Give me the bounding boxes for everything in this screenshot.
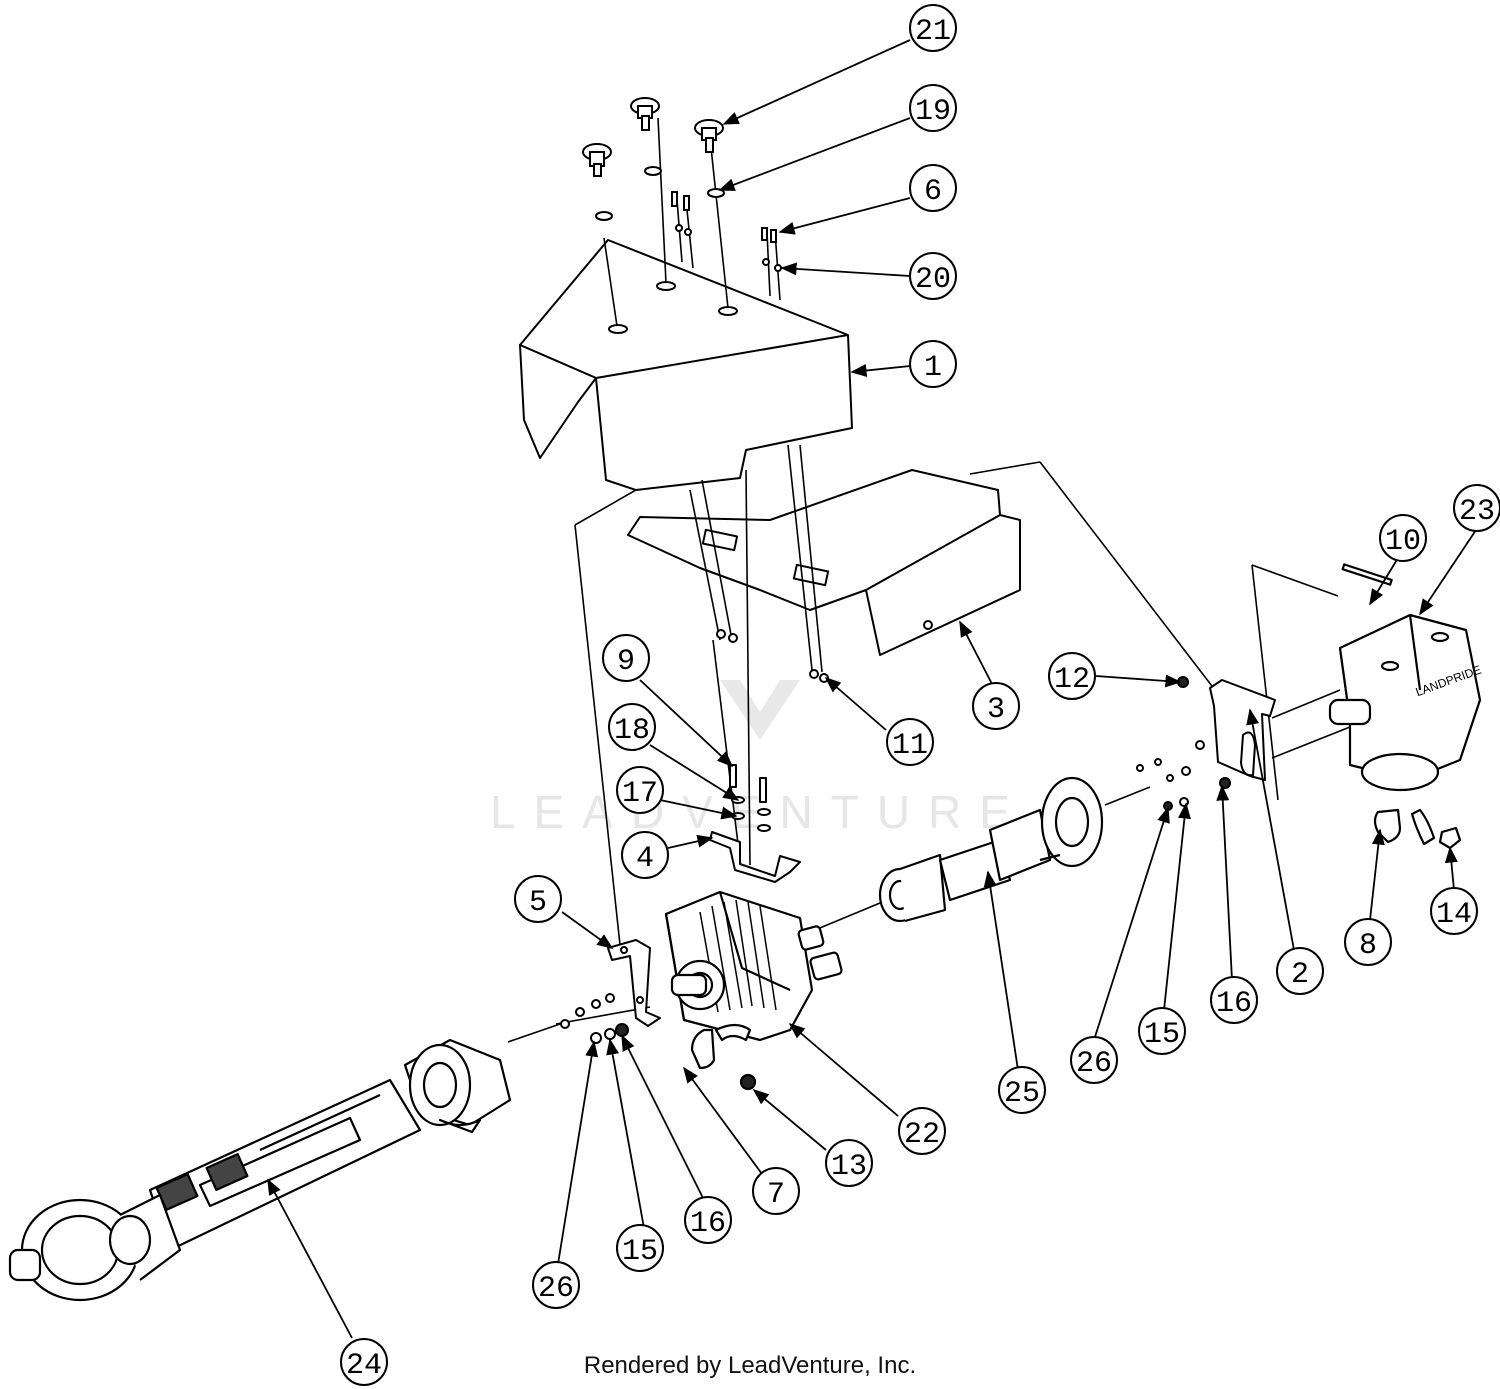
part-right-fasteners	[1136, 740, 1231, 811]
callout-18: 18	[608, 703, 656, 751]
knob-middle	[630, 97, 660, 131]
svg-text:10: 10	[1385, 525, 1421, 559]
callout-22: 22	[898, 1107, 946, 1155]
callout-9: 9	[602, 634, 650, 682]
svg-text:19: 19	[915, 95, 951, 129]
part-bracket-5	[607, 939, 661, 1027]
part-lower-shield	[627, 469, 1021, 656]
footer-credit: Rendered by LeadVenture, Inc.	[583, 1352, 917, 1379]
callout-14: 14	[1430, 887, 1478, 935]
svg-text:3: 3	[987, 693, 1005, 727]
part-center-gearbox	[664, 890, 843, 1091]
svg-text:2: 2	[1291, 958, 1309, 992]
callout-17: 17	[616, 766, 664, 814]
svg-text:8: 8	[1359, 929, 1377, 963]
svg-text:15: 15	[622, 1235, 658, 1269]
part-left-fasteners	[560, 993, 629, 1044]
svg-text:7: 7	[767, 1178, 785, 1212]
callout-1: 1	[909, 340, 957, 388]
callout-21: 21	[909, 4, 957, 52]
svg-text:17: 17	[622, 777, 658, 811]
callout-8: 8	[1344, 918, 1392, 966]
callout-25: 25	[998, 1066, 1046, 1114]
part-knobs	[582, 97, 782, 272]
knob-right	[694, 119, 724, 153]
part-right-gearbox: LANDPRIDE	[1328, 563, 1483, 850]
svg-text:23: 23	[1459, 495, 1495, 529]
svg-text:9: 9	[617, 645, 635, 679]
svg-text:16: 16	[1216, 987, 1252, 1021]
callout-11: 11	[886, 718, 934, 766]
callout-5: 5	[514, 875, 562, 923]
svg-text:22: 22	[904, 1118, 940, 1152]
svg-text:14: 14	[1436, 898, 1472, 932]
svg-text:24: 24	[346, 1349, 382, 1383]
svg-text:16: 16	[690, 1207, 726, 1241]
assembly-lines	[507, 117, 1356, 1043]
knob-left	[582, 143, 612, 177]
svg-text:1: 1	[924, 351, 942, 385]
leader-lines	[267, 39, 1477, 1339]
svg-text:11: 11	[892, 729, 928, 763]
part-hardware-nuts	[716, 629, 829, 683]
svg-text:5: 5	[529, 886, 547, 920]
svg-text:12: 12	[1054, 663, 1090, 697]
svg-text:26: 26	[538, 1272, 574, 1306]
callout-26-left: 26	[532, 1261, 580, 1309]
callout-26-right: 26	[1070, 1036, 1118, 1084]
callout-23: 23	[1453, 484, 1500, 532]
part-short-driveshaft	[878, 776, 1104, 923]
callout-6: 6	[909, 164, 957, 212]
callout-7: 7	[752, 1167, 800, 1215]
callout-4: 4	[621, 831, 669, 879]
callout-20: 20	[909, 252, 957, 300]
svg-text:6: 6	[924, 175, 942, 209]
callout-15-right: 15	[1138, 1007, 1186, 1055]
callout-2: 2	[1276, 947, 1324, 995]
callout-15-left: 15	[616, 1224, 664, 1272]
svg-text:13: 13	[831, 1150, 867, 1184]
svg-text:4: 4	[636, 842, 654, 876]
svg-text:20: 20	[915, 263, 951, 297]
svg-text:26: 26	[1076, 1047, 1112, 1081]
callouts: 21 19 6 20 1 3 11 9 18 17 4 12 10 23 5 1…	[340, 4, 1500, 1386]
callout-16-right: 16	[1210, 976, 1258, 1024]
callout-19: 19	[909, 84, 957, 132]
callout-12: 12	[1048, 652, 1096, 700]
part-pto-driveshaft	[8, 1038, 512, 1302]
callout-13: 13	[825, 1139, 873, 1187]
callout-16-left: 16	[684, 1196, 732, 1244]
svg-text:25: 25	[1004, 1077, 1040, 1111]
callout-24: 24	[340, 1338, 388, 1386]
svg-text:15: 15	[1144, 1018, 1180, 1052]
callout-10: 10	[1379, 514, 1427, 562]
svg-text:18: 18	[614, 714, 650, 748]
svg-text:21: 21	[915, 15, 951, 49]
callout-3: 3	[972, 682, 1020, 730]
part-top-shield	[519, 239, 853, 491]
